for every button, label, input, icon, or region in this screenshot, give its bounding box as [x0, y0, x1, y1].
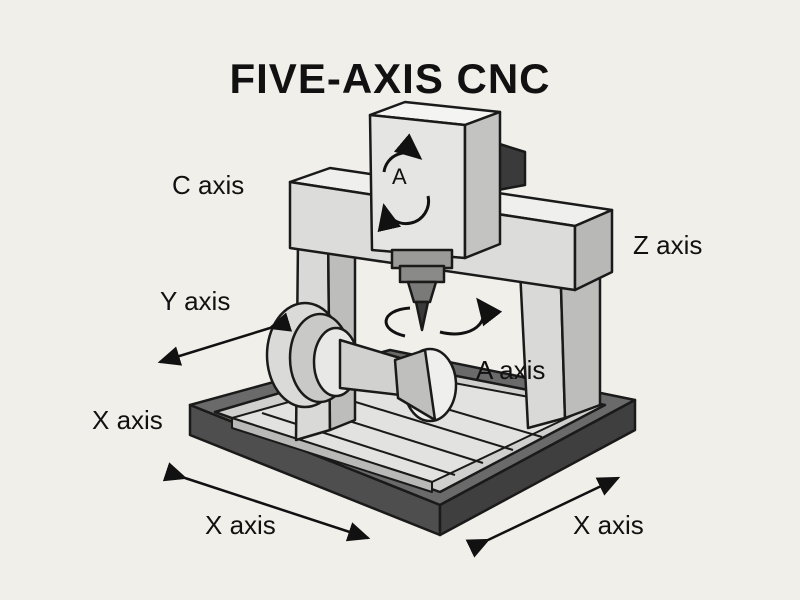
- head-rotation-arrows: [377, 133, 431, 233]
- tool-rotation-arrow: [384, 297, 503, 338]
- spindle-nose: [406, 280, 438, 304]
- gantry-side: [573, 208, 614, 292]
- workpiece-body: [393, 348, 437, 422]
- worktable-front: [231, 417, 433, 493]
- x-axis-arrow-bottom-left: [162, 462, 371, 542]
- head-front: [368, 113, 467, 260]
- x-axis-label-left: X axis: [92, 405, 163, 435]
- spindle-head-letter: A: [392, 164, 407, 189]
- x-axis-label-bottom-left: X axis: [205, 510, 276, 540]
- cutting-tool: [414, 300, 430, 332]
- x-axis-label-bottom-right: X axis: [573, 510, 644, 540]
- a-axis-label: A axis: [476, 355, 546, 385]
- y-axis-label: Y axis: [160, 286, 231, 316]
- trunnion-shaft: [338, 338, 402, 397]
- table-rail: [261, 412, 456, 476]
- x-axis-arrow-bottom-right: [465, 476, 621, 558]
- z-axis-label: Z axis: [633, 230, 703, 260]
- diagram-title: FIVE-AXIS CNC: [229, 55, 551, 102]
- rotation-arrow-icon: [384, 306, 411, 338]
- rotation-arrow-icon: [439, 297, 503, 336]
- head-side: [463, 110, 502, 260]
- right-column: [518, 253, 602, 430]
- axis-arrows: [157, 312, 621, 558]
- spindle-collar: [398, 264, 446, 284]
- rotation-arrow-icon: [382, 133, 423, 173]
- rotation-arrow-icon: [377, 195, 431, 233]
- c-axis-label: C axis: [172, 170, 245, 200]
- rotary-trunnion: [265, 301, 458, 423]
- y-axis-arrow: [157, 312, 293, 366]
- table-rail: [335, 395, 514, 451]
